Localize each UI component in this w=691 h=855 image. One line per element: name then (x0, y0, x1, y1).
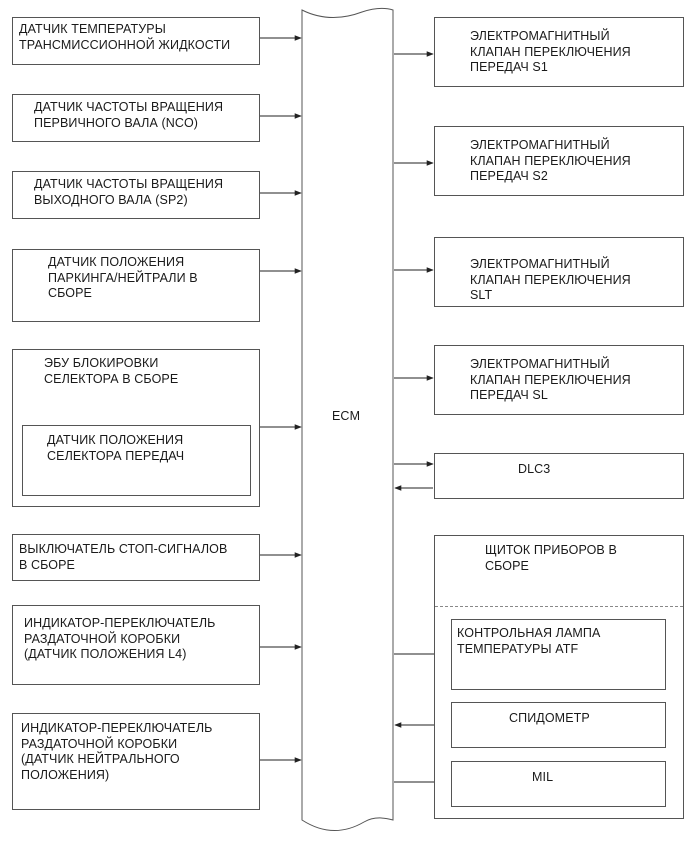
input-sub-label: ДАТЧИК ПОЛОЖЕНИЯ СЕЛЕКТОРА ПЕРЕДАЧ (47, 433, 185, 463)
output-label: ЭЛЕКТРОМАГНИТНЫЙ КЛАПАН ПЕРЕКЛЮЧЕНИЯ ПЕР… (470, 29, 631, 74)
output-shift-solenoid-s2: ЭЛЕКТРОМАГНИТНЫЙ КЛАПАН ПЕРЕКЛЮЧЕНИЯ ПЕР… (434, 126, 684, 196)
input-label: ДАТЧИК ЧАСТОТЫ ВРАЩЕНИЯ ПЕРВИЧНОГО ВАЛА … (34, 100, 224, 130)
output-label: ЭЛЕКТРОМАГНИТНЫЙ КЛАПАН ПЕРЕКЛЮЧЕНИЯ ПЕР… (470, 357, 631, 402)
input-transmission-fluid-temp-sensor: ДАТЧИК ТЕМПЕРАТУРЫ ТРАНСМИССИОННОЙ ЖИДКО… (12, 17, 260, 65)
output-shift-solenoid-slt: ЭЛЕКТРОМАГНИТНЫЙ КЛАПАН ПЕРЕКЛЮЧЕНИЯ SLT (434, 237, 684, 307)
input-label: ВЫКЛЮЧАТЕЛЬ СТОП-СИГНАЛОВ В СБОРЕ (19, 542, 228, 572)
input-park-neutral-position-switch: ДАТЧИК ПОЛОЖЕНИЯ ПАРКИНГА/НЕЙТРАЛИ В СБО… (12, 249, 260, 322)
input-label: ЭБУ БЛОКИРОВКИ СЕЛЕКТОРА В СБОРЕ (44, 356, 179, 386)
output-label: ЭЛЕКТРОМАГНИТНЫЙ КЛАПАН ПЕРЕКЛЮЧЕНИЯ ПЕР… (470, 138, 631, 183)
output-dlc3: DLC3 (434, 453, 684, 499)
output-label: ЭЛЕКТРОМАГНИТНЫЙ КЛАПАН ПЕРЕКЛЮЧЕНИЯ SLT (470, 257, 631, 302)
input-label: ДАТЧИК ЧАСТОТЫ ВРАЩЕНИЯ ВЫХОДНОГО ВАЛА (… (34, 177, 224, 207)
input-label: ДАТЧИК ТЕМПЕРАТУРЫ ТРАНСМИССИОННОЙ ЖИДКО… (19, 22, 231, 52)
cluster-item-label: MIL (532, 770, 554, 784)
atf-temperature-warning-light: КОНТРОЛЬНАЯ ЛАМПА ТЕМПЕРАТУРЫ ATF (451, 619, 666, 690)
mil: MIL (451, 761, 666, 807)
input-input-shaft-speed-sensor: ДАТЧИК ЧАСТОТЫ ВРАЩЕНИЯ ПЕРВИЧНОГО ВАЛА … (12, 94, 260, 142)
input-shift-position-sensor: ДАТЧИК ПОЛОЖЕНИЯ СЕЛЕКТОРА ПЕРЕДАЧ (22, 425, 251, 496)
divider (435, 606, 683, 607)
output-label: DLC3 (518, 462, 551, 476)
input-stop-light-switch: ВЫКЛЮЧАТЕЛЬ СТОП-СИГНАЛОВ В СБОРЕ (12, 534, 260, 581)
output-shift-solenoid-s1: ЭЛЕКТРОМАГНИТНЫЙ КЛАПАН ПЕРЕКЛЮЧЕНИЯ ПЕР… (434, 17, 684, 87)
input-label: ИНДИКАТОР-ПЕРЕКЛЮЧАТЕЛЬ РАЗДАТОЧНОЙ КОРО… (24, 616, 216, 661)
input-output-shaft-speed-sensor: ДАТЧИК ЧАСТОТЫ ВРАЩЕНИЯ ВЫХОДНОГО ВАЛА (… (12, 171, 260, 219)
input-shift-lock-ecu-assembly: ЭБУ БЛОКИРОВКИ СЕЛЕКТОРА В СБОРЕ ДАТЧИК … (12, 349, 260, 507)
ecm-block (301, 7, 394, 831)
cluster-item-label: КОНТРОЛЬНАЯ ЛАМПА ТЕМПЕРАТУРЫ ATF (457, 626, 601, 656)
ecm-label: ECM (332, 409, 361, 423)
speedometer: СПИДОМЕТР (451, 702, 666, 748)
combination-meter-assembly: ЩИТОК ПРИБОРОВ В СБОРЕ КОНТРОЛЬНАЯ ЛАМПА… (434, 535, 684, 819)
input-label: ДАТЧИК ПОЛОЖЕНИЯ ПАРКИНГА/НЕЙТРАЛИ В СБО… (48, 255, 198, 300)
output-shift-solenoid-sl: ЭЛЕКТРОМАГНИТНЫЙ КЛАПАН ПЕРЕКЛЮЧЕНИЯ ПЕР… (434, 345, 684, 415)
input-transfer-indicator-l4: ИНДИКАТОР-ПЕРЕКЛЮЧАТЕЛЬ РАЗДАТОЧНОЙ КОРО… (12, 605, 260, 685)
input-label: ИНДИКАТОР-ПЕРЕКЛЮЧАТЕЛЬ РАЗДАТОЧНОЙ КОРО… (21, 721, 213, 782)
cluster-item-label: СПИДОМЕТР (509, 711, 590, 725)
input-transfer-indicator-neutral: ИНДИКАТОР-ПЕРЕКЛЮЧАТЕЛЬ РАЗДАТОЧНОЙ КОРО… (12, 713, 260, 810)
combination-meter-label: ЩИТОК ПРИБОРОВ В СБОРЕ (485, 543, 617, 573)
